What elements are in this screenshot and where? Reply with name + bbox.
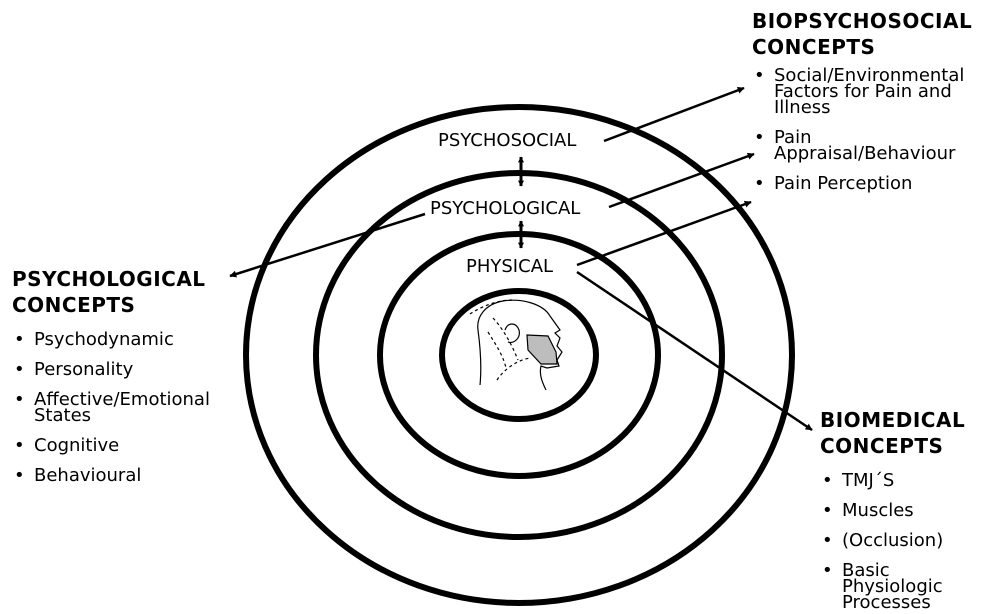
psychological-title: PSYCHOLOGICAL CONCEPTS	[12, 266, 242, 318]
list-item-line: Pain Perception	[774, 173, 913, 194]
biopsychosocial-concepts-block: BIOPSYCHOSOCIAL CONCEPTS Social/Environm…	[752, 8, 1002, 206]
list-item-line: Personality	[34, 359, 134, 380]
biomedical-title-line1: BIOMEDICAL	[820, 408, 966, 432]
list-item-line: Processes	[842, 592, 931, 613]
biomedical-list: TMJ´S Muscles (Occlusion) Basic Physiolo…	[820, 470, 1000, 613]
list-item-line: Behavioural	[34, 465, 142, 486]
list-item: Muscles	[820, 500, 1000, 521]
list-item-line: Basic	[842, 560, 890, 581]
head-profile-icon	[469, 299, 563, 391]
arrow-psychological-to-psychological-concepts	[229, 212, 426, 278]
list-item-line: Cognitive	[34, 435, 120, 456]
biopsychosocial-title-line2: CONCEPTS	[752, 35, 876, 59]
arrow-physical-to-biomedical-concepts	[576, 270, 813, 432]
core-circle	[439, 288, 599, 422]
list-item-line: Affective/Emotional	[34, 389, 210, 410]
list-item-line: Muscles	[842, 500, 914, 521]
arrow-psychological-to-pain-appraisal	[608, 152, 755, 209]
list-item-line: Appraisal/Behaviour	[774, 143, 956, 164]
biomedical-title-line2: CONCEPTS	[820, 434, 944, 458]
outer-circle-psychosocial	[243, 104, 795, 606]
psychological-concepts-block: PSYCHOLOGICAL CONCEPTS Psychodynamic Per…	[12, 266, 242, 486]
list-item: Personality	[12, 359, 242, 380]
psychological-title-line2: CONCEPTS	[12, 293, 136, 317]
list-item-line: Psychodynamic	[34, 329, 174, 350]
list-item: Pain Appraisal/Behaviour	[752, 127, 1002, 164]
list-item: Basic Physiologic Processes	[820, 560, 1000, 613]
arrow-physical-to-pain-perception	[576, 200, 752, 267]
list-item: Behavioural	[12, 465, 242, 486]
biomedical-concepts-block: BIOMEDICAL CONCEPTS TMJ´S Muscles (Occlu…	[820, 407, 1000, 613]
list-item-line: Illness	[774, 97, 831, 118]
psychological-list: Psychodynamic Personality Affective/Emot…	[12, 329, 242, 486]
biopsychosocial-title: BIOPSYCHOSOCIAL CONCEPTS	[752, 8, 1002, 60]
ring-label-psychological: PSYCHOLOGICAL	[430, 198, 580, 219]
biopsychosocial-list: Social/Environmental Factors for Pain an…	[752, 65, 1002, 194]
list-item: Psychodynamic	[12, 329, 242, 350]
list-item: Social/Environmental Factors for Pain an…	[752, 65, 1002, 118]
list-item: Pain Perception	[752, 173, 1002, 194]
arrow-psychosocial-to-social-factors	[603, 86, 745, 143]
list-item-line: (Occlusion)	[842, 530, 944, 551]
list-item-line: Social/Environmental	[774, 65, 965, 86]
list-item-line: Physiologic	[842, 576, 943, 597]
list-item-line: Pain	[774, 127, 812, 148]
list-item-line: States	[34, 405, 92, 426]
biopsychosocial-title-line1: BIOPSYCHOSOCIAL	[752, 9, 973, 33]
list-item: Cognitive	[12, 435, 242, 456]
biomedical-title: BIOMEDICAL CONCEPTS	[820, 407, 1000, 459]
list-item: TMJ´S	[820, 470, 1000, 491]
ring-label-psychosocial: PSYCHOSOCIAL	[438, 130, 576, 151]
psychological-title-line1: PSYCHOLOGICAL	[12, 267, 206, 291]
list-item-line: TMJ´S	[842, 470, 895, 491]
middle-circle-psychological	[313, 170, 725, 540]
ring-label-physical: PHYSICAL	[466, 256, 553, 277]
list-item: (Occlusion)	[820, 530, 1000, 551]
list-item: Affective/Emotional States	[12, 389, 242, 426]
list-item-line: Factors for Pain and	[774, 81, 952, 102]
